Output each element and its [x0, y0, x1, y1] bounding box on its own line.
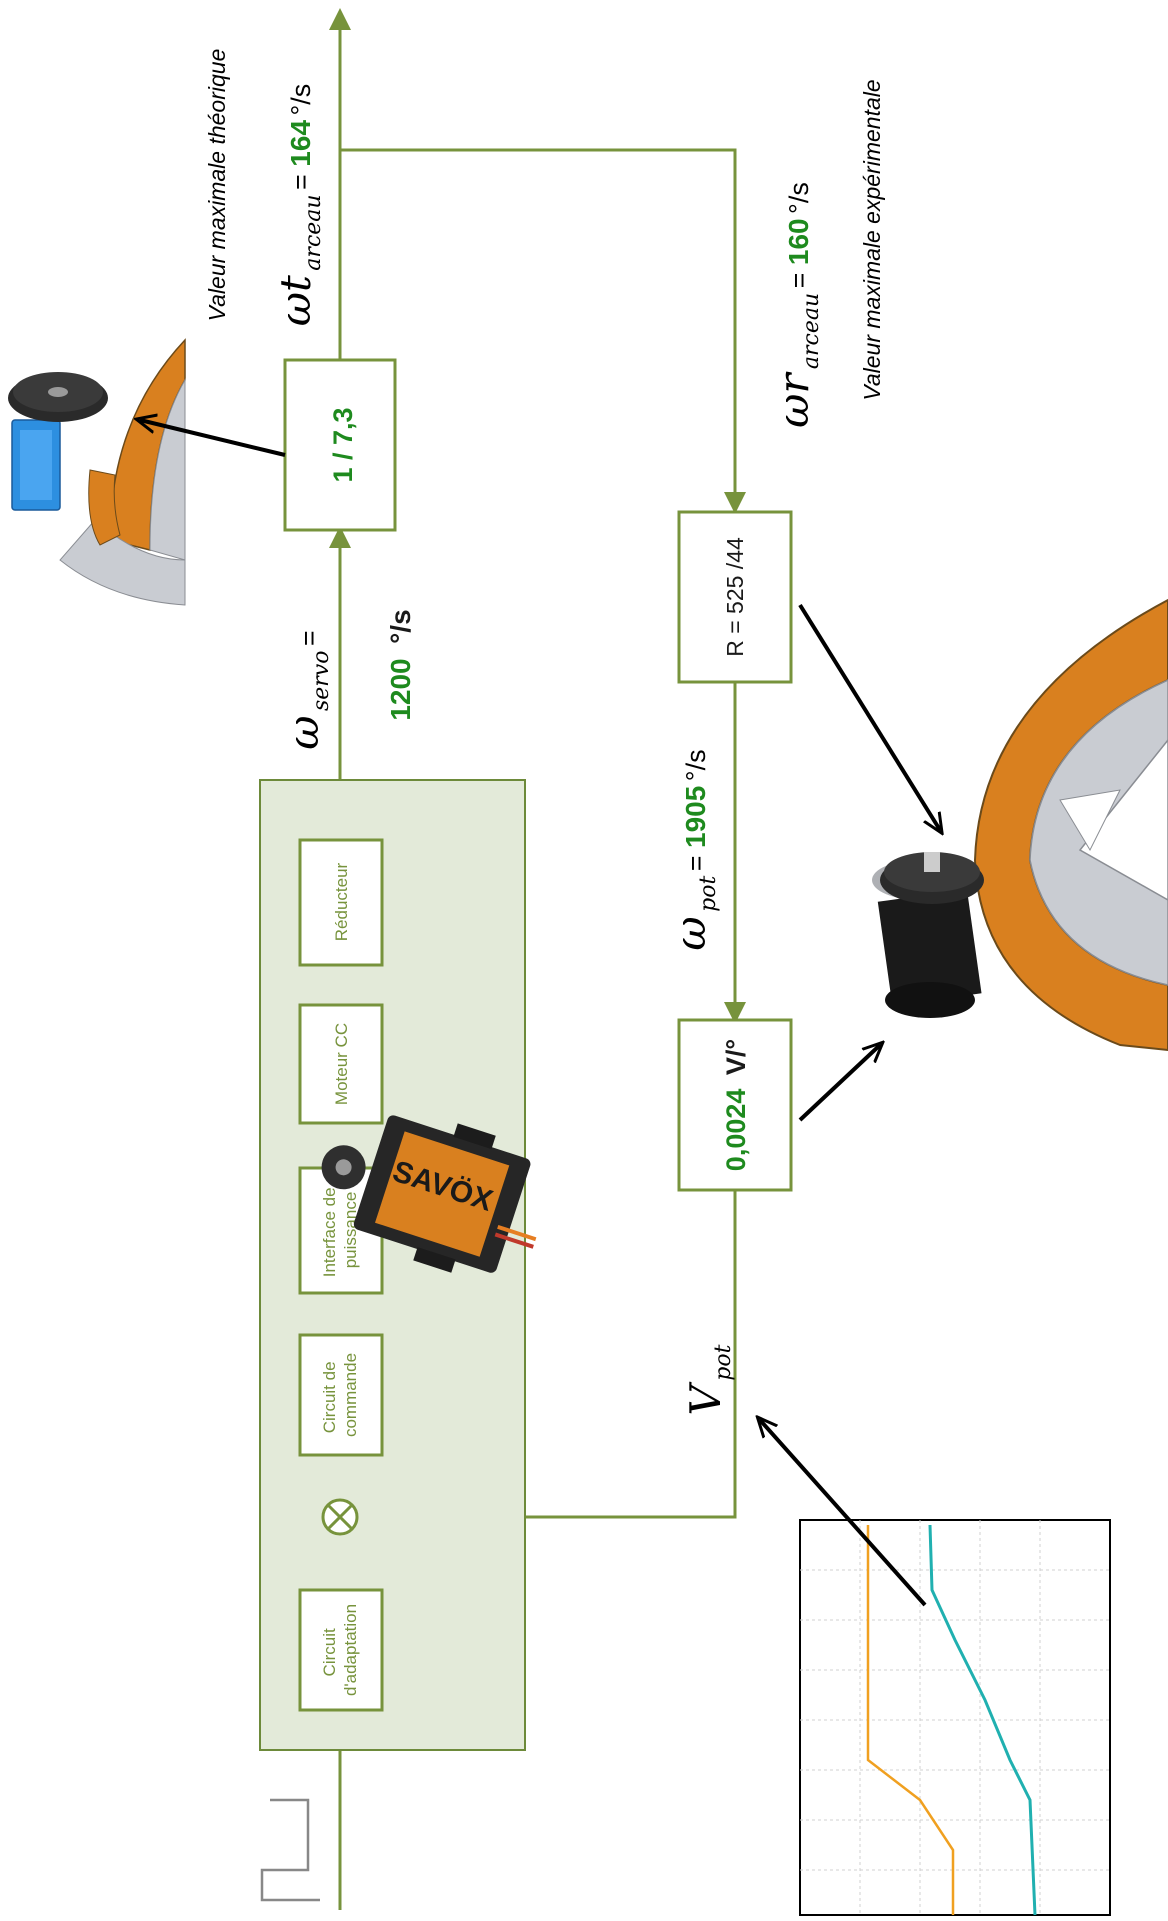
summing-junction-icon — [321, 1498, 359, 1536]
note-experimental: Valeur maximale expérimentale — [859, 79, 885, 400]
block-transmission[interactable]: 1 / 7,3 — [283, 358, 397, 532]
block-moteur-cc[interactable]: Moteur CC — [298, 1003, 384, 1125]
omega-servo-eq: = — [294, 630, 324, 646]
step-input-icon — [260, 1798, 320, 1902]
block-label-adaptation-2: d'adaptation — [341, 1604, 360, 1696]
omega-pot-unit: °/s — [681, 749, 711, 781]
pointer-arrows — [140, 420, 940, 1607]
oscilloscope-icon — [799, 1519, 1111, 1916]
block-label-reducteur: Réducteur — [332, 862, 351, 941]
omega-servo-symbol: ω — [279, 715, 328, 749]
block-label-interface-2: puissance — [341, 1192, 360, 1269]
omega-pot-value: 1905 — [680, 786, 711, 848]
omega-pot-eq: = — [681, 848, 711, 871]
svg-text:Interface de puissance: Interface de puissance — [320, 1183, 360, 1278]
block-potentiometer-gain[interactable]: 0,0024 V/° — [677, 1018, 793, 1192]
annotation-omega-t-arceau: ωt arceau = 164 °/s — [271, 84, 326, 327]
v-pot-symbol: V — [681, 1381, 730, 1415]
block-label-interface-1: Interface de — [320, 1187, 339, 1277]
omega-t-value: 164 — [285, 120, 316, 167]
omega-pot-sub: pot — [696, 876, 721, 912]
annotation-v-pot: V pot — [681, 1344, 736, 1415]
omega-pot-symbol: ω — [666, 916, 715, 950]
block-reducteur[interactable]: Réducteur — [298, 838, 384, 967]
omega-t-eq: = — [286, 167, 316, 190]
block-circuit-commande[interactable]: Circuit de commande — [298, 1333, 384, 1457]
omega-t-sub: arceau — [301, 194, 326, 270]
gain-pot-unit: V/° — [721, 1039, 751, 1075]
block-label-adaptation-1: Circuit — [320, 1628, 339, 1676]
svg-text:ω servo =: ω servo = — [279, 630, 334, 749]
annotation-omega-r-arceau: ωr arceau = 160 °/s — [769, 182, 824, 428]
omega-servo-unit: °/s — [385, 609, 416, 644]
gain-transmission: 1 / 7,3 — [328, 407, 358, 482]
omega-r-sub: arceau — [799, 293, 824, 369]
v-pot-sub: pot — [711, 1344, 736, 1380]
omega-servo-value: 1200 — [385, 658, 416, 720]
omega-r-symbol: ωr — [769, 371, 818, 428]
omega-r-value: 160 — [783, 218, 814, 265]
block-label-commande-1: Circuit de — [320, 1361, 339, 1433]
annotation-omega-pot: ω pot = 1905 °/s — [666, 749, 721, 950]
servo-photo-icon: SAVÖX — [321, 1115, 537, 1273]
block-circuit-adaptation[interactable]: Circuit d'adaptation — [298, 1588, 384, 1712]
svg-text:ω pot = 19: ω pot = 1905 °/s — [666, 749, 721, 950]
svg-text:Circuit de commande: Circuit de commande — [320, 1353, 360, 1437]
omega-servo-sub: servo — [309, 651, 334, 712]
gain-ratio: R = 525 /44 — [722, 537, 748, 657]
block-ratio[interactable]: R = 525 /44 — [677, 510, 793, 684]
gear-ring-icon — [8, 338, 186, 606]
annotation-omega-servo: ω servo = 1200 °/s — [279, 609, 416, 749]
omega-r-eq: = — [784, 265, 814, 288]
svg-text:ωr arceau =: ωr arceau = 160 °/s — [769, 182, 824, 428]
omega-t-symbol: ωt — [271, 275, 320, 326]
svg-text:Circuit d'adaptation: Circuit d'adaptation — [320, 1604, 360, 1696]
svg-text:ωt arceau =: ωt arceau = 164 °/s — [271, 84, 326, 327]
block-label-moteur: Moteur CC — [332, 1023, 351, 1105]
svg-text:0,0024 V/°: 0,0024 V/° — [721, 1039, 751, 1171]
potentiometer-icon — [872, 852, 984, 1018]
large-ring-icon — [973, 598, 1168, 1052]
block-label-commande-2: commande — [341, 1353, 360, 1437]
svg-text:V pot: V pot — [681, 1344, 736, 1415]
omega-t-unit: °/s — [286, 84, 316, 116]
note-theoretical: Valeur maximale théorique — [204, 49, 230, 322]
svg-text:1200 °/s: 1200 °/s — [385, 609, 416, 720]
omega-r-unit: °/s — [784, 182, 814, 214]
gain-pot-value: 0,0024 — [721, 1089, 751, 1172]
